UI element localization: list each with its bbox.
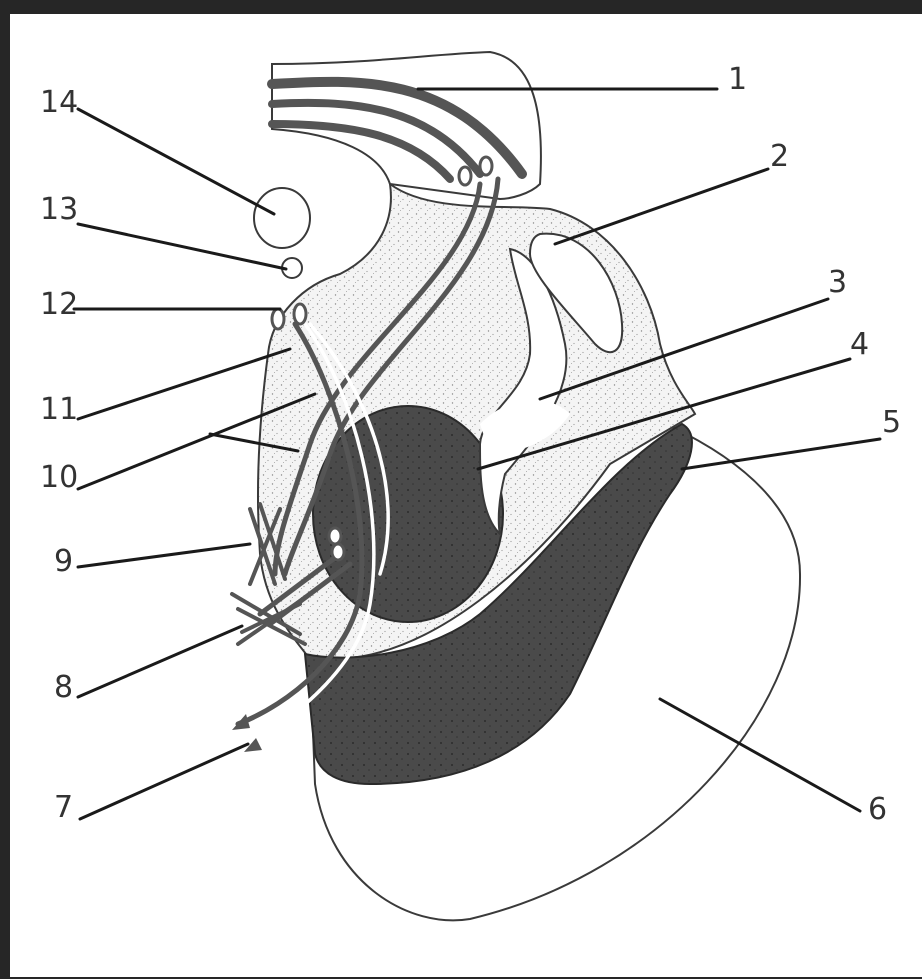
label-4: 4: [850, 327, 869, 362]
label-12: 12: [40, 287, 78, 322]
label-5: 5: [882, 405, 901, 440]
circle-14: [254, 188, 310, 248]
label-1: 1: [728, 62, 747, 97]
label-11: 11: [40, 392, 78, 427]
label-10: 10: [40, 460, 78, 495]
label-2: 2: [770, 139, 789, 174]
anatomical-section-diagram: 1 2 3 4 5 6 7 8 9 10 11 12 13 14: [10, 14, 922, 977]
label-6: 6: [868, 792, 887, 827]
label-9: 9: [54, 544, 73, 579]
label-8: 8: [54, 670, 73, 705]
label-3: 3: [828, 265, 847, 300]
label-7: 7: [54, 790, 73, 825]
label-13: 13: [40, 192, 78, 227]
diagram-frame: 1 2 3 4 5 6 7 8 9 10 11 12 13 14: [10, 14, 922, 977]
label-14: 14: [40, 85, 78, 120]
arrowheads: [232, 714, 262, 752]
